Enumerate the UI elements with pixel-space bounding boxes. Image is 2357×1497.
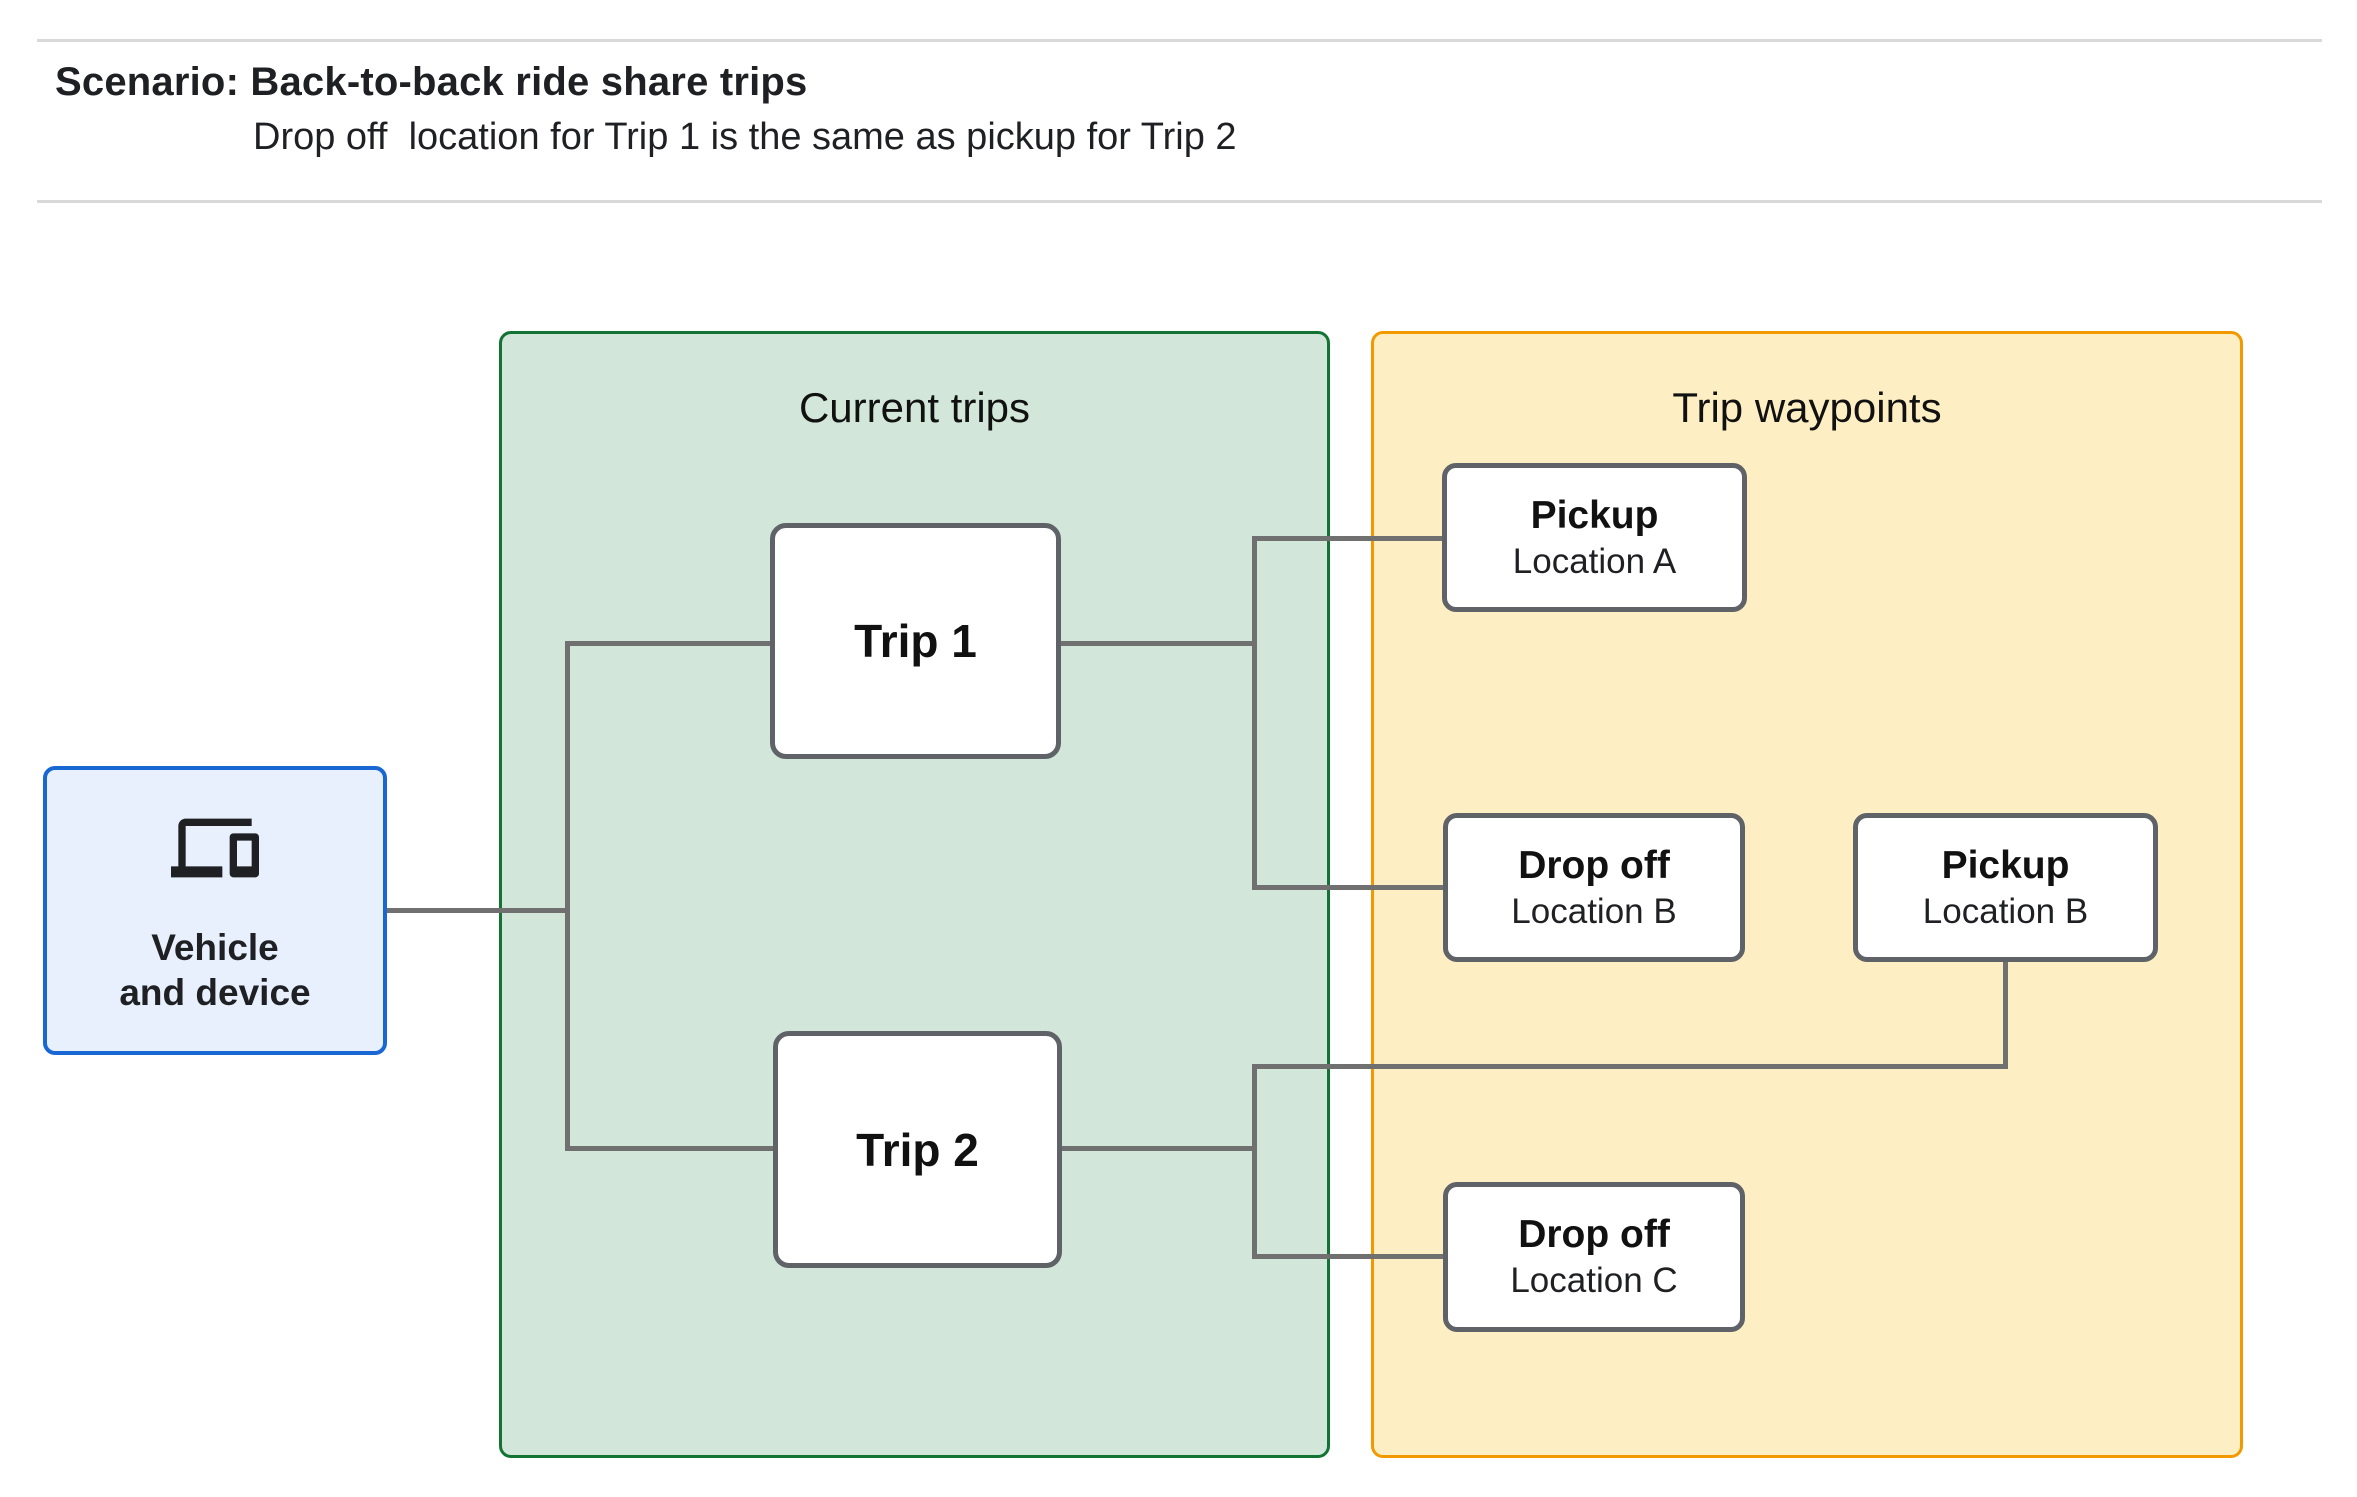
connector-junction-to-trip1: [565, 641, 772, 646]
waypoint-location: Location C: [1510, 1261, 1678, 1300]
page-subtitle: Drop off location for Trip 1 is the same…: [253, 116, 1237, 158]
waypoint-title: Pickup: [1530, 493, 1659, 537]
page-title: Scenario: Back-to-back ride share trips: [55, 60, 808, 104]
connector-junction-to-trip2: [565, 1146, 775, 1151]
current-trips-panel: Current trips: [499, 331, 1330, 1458]
devices-icon: [171, 804, 259, 897]
waypoint-pickup-location-a: Pickup Location A: [1442, 463, 1747, 612]
waypoint-dropoff-location-b: Drop off Location B: [1443, 813, 1745, 962]
connector-vehicle-to-junction: [387, 908, 568, 913]
waypoint-pickup-location-b: Pickup Location B: [1853, 813, 2158, 962]
current-trips-title: Current trips: [798, 384, 1031, 431]
top-divider: [37, 39, 2322, 42]
trip-2-label: Trip 2: [856, 1123, 979, 1176]
vehicle-label-line2: and device: [119, 972, 311, 1013]
connector-junction-vertical-3: [1252, 1064, 1257, 1259]
waypoint-title: Pickup: [1941, 843, 2070, 887]
waypoint-location: Location B: [1922, 891, 2089, 931]
waypoint-title: Drop off: [1518, 1213, 1670, 1256]
connector-trip2-out: [1062, 1146, 1257, 1151]
vehicle-label: Vehicle and device: [119, 925, 310, 1015]
header-divider: [37, 200, 2322, 203]
connector-trip1-out: [1061, 641, 1257, 646]
trip-2-node: Trip 2: [773, 1031, 1062, 1268]
connector-to-dropoff-b: [1252, 885, 1445, 890]
vehicle-node: Vehicle and device: [43, 766, 387, 1055]
connector-to-pickup-a: [1252, 536, 1444, 541]
waypoint-location: Location B: [1511, 891, 1677, 931]
trip-1-label: Trip 1: [854, 615, 977, 667]
connector-junction-vertical-1: [565, 641, 570, 1151]
waypoint-location: Location A: [1512, 541, 1677, 581]
connector-pickup-b-drop: [2003, 962, 2008, 1069]
waypoint-title: Drop off: [1518, 843, 1670, 887]
trip-waypoints-title: Trip waypoints: [1672, 384, 1942, 431]
connector-pickup-b-horizontal: [1252, 1064, 2008, 1069]
connector-junction-vertical-2: [1252, 536, 1257, 890]
waypoint-dropoff-location-c: Drop off Location C: [1443, 1182, 1745, 1332]
trip-1-node: Trip 1: [770, 523, 1061, 759]
connector-to-dropoff-c: [1252, 1254, 1445, 1259]
vehicle-label-line1: Vehicle: [151, 927, 279, 968]
